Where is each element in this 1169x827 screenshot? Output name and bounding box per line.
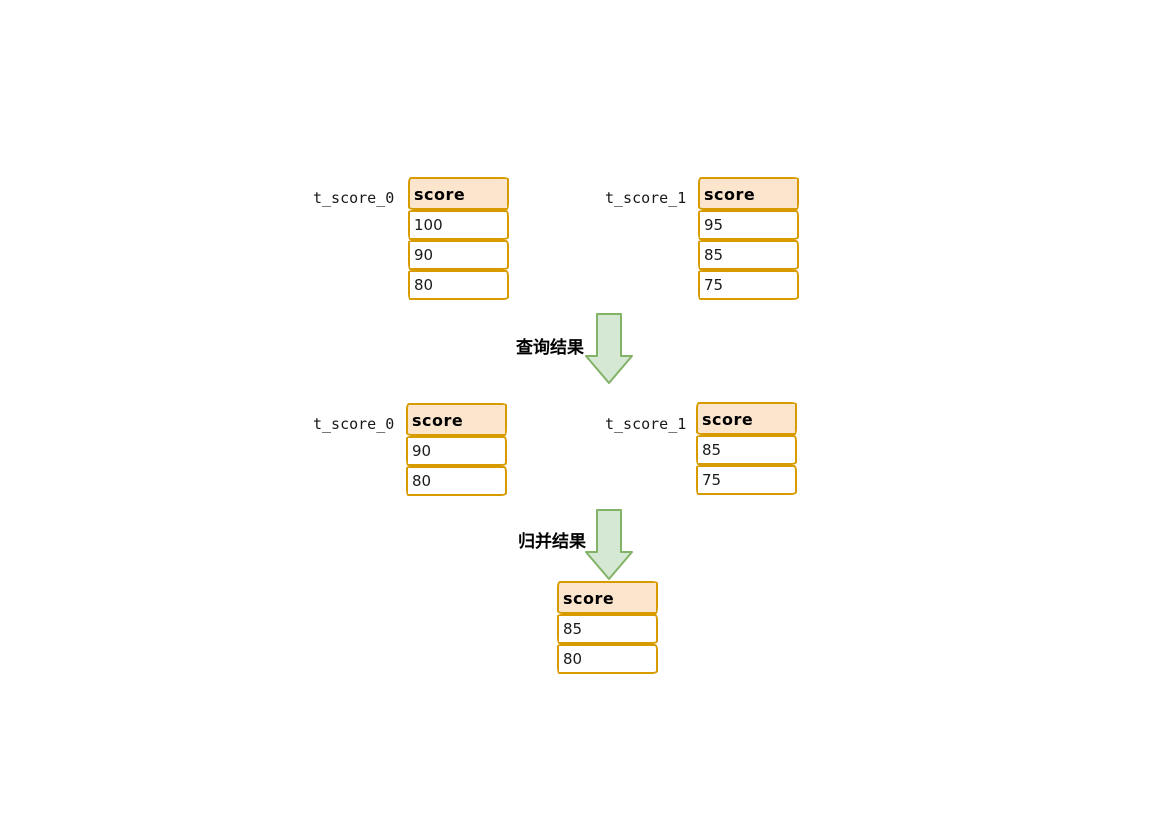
table-t-score-0-top: score 100 90 80: [408, 177, 509, 300]
arrow-label-query-result: 查询结果: [516, 338, 584, 358]
table-cell: 75: [698, 270, 799, 300]
table-label-t-score-1-top: t_score_1: [605, 189, 687, 207]
table-cell: 95: [698, 210, 799, 240]
table-t-score-1-top: score 95 85 75: [698, 177, 799, 300]
table-cell: 90: [406, 436, 507, 466]
table-cell: 90: [408, 240, 509, 270]
table-cell: 80: [557, 644, 658, 674]
column-header-score: score: [698, 177, 799, 210]
down-arrow-icon: [585, 313, 633, 384]
table-t-score-0-middle: score 90 80: [406, 403, 507, 496]
column-header-score: score: [408, 177, 509, 210]
column-header-score: score: [696, 402, 797, 435]
table-cell: 85: [696, 435, 797, 465]
table-cell: 80: [408, 270, 509, 300]
table-t-score-1-middle: score 85 75: [696, 402, 797, 495]
table-label-t-score-0-top: t_score_0: [313, 189, 395, 207]
arrow-label-merge-result: 归并结果: [518, 532, 586, 552]
table-label-t-score-0-middle: t_score_0: [313, 415, 395, 433]
table-merged-result: score 85 80: [557, 581, 658, 674]
down-arrow-icon: [585, 509, 633, 580]
table-cell: 75: [696, 465, 797, 495]
table-cell: 100: [408, 210, 509, 240]
table-cell: 85: [698, 240, 799, 270]
table-cell: 80: [406, 466, 507, 496]
column-header-score: score: [557, 581, 658, 614]
column-header-score: score: [406, 403, 507, 436]
table-label-t-score-1-middle: t_score_1: [605, 415, 687, 433]
table-cell: 85: [557, 614, 658, 644]
